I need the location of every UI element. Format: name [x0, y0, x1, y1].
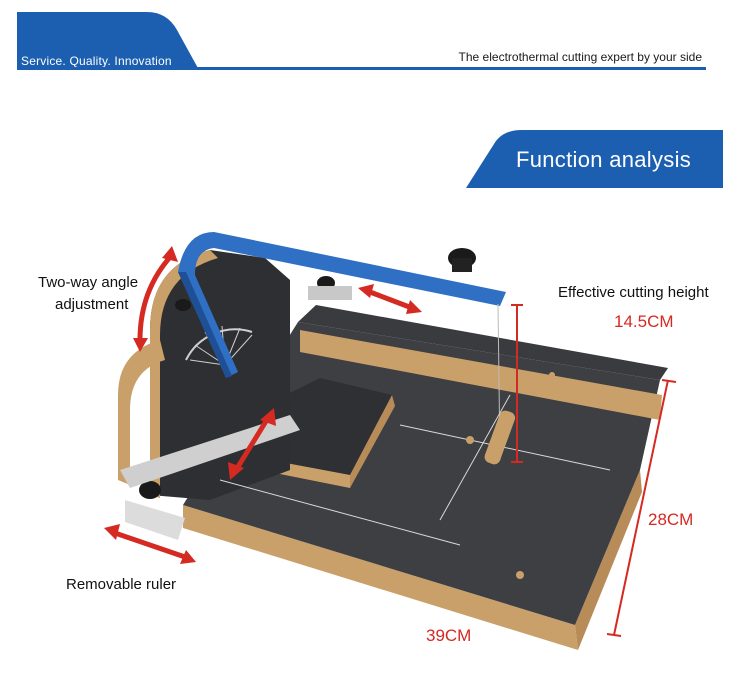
- header-divider: [17, 67, 706, 70]
- section-title-badge: [466, 130, 723, 188]
- ruler-arrow-icon: [104, 524, 196, 564]
- header-tagline: The electrothermal cutting expert by you…: [458, 50, 702, 64]
- width-value: 28CM: [648, 510, 694, 529]
- slide-arrow-icon: [228, 408, 276, 480]
- section-title: Function analysis: [516, 147, 692, 172]
- angle-arrow-icon: [137, 253, 174, 341]
- fence-arrow-icon: [358, 284, 422, 314]
- removable-ruler-label: Removable ruler: [66, 576, 177, 593]
- angle-adjust-label-line1: Two-way angle: [38, 274, 139, 291]
- cutting-height-value: 14.5CM: [614, 312, 674, 331]
- angle-adjust-label-line2: adjustment: [55, 296, 129, 313]
- header-banner: [17, 12, 199, 70]
- header-slogan: Service. Quality. Innovation: [21, 54, 172, 68]
- length-value: 39CM: [426, 626, 472, 645]
- cutting-height-label: Effective cutting height: [558, 284, 709, 301]
